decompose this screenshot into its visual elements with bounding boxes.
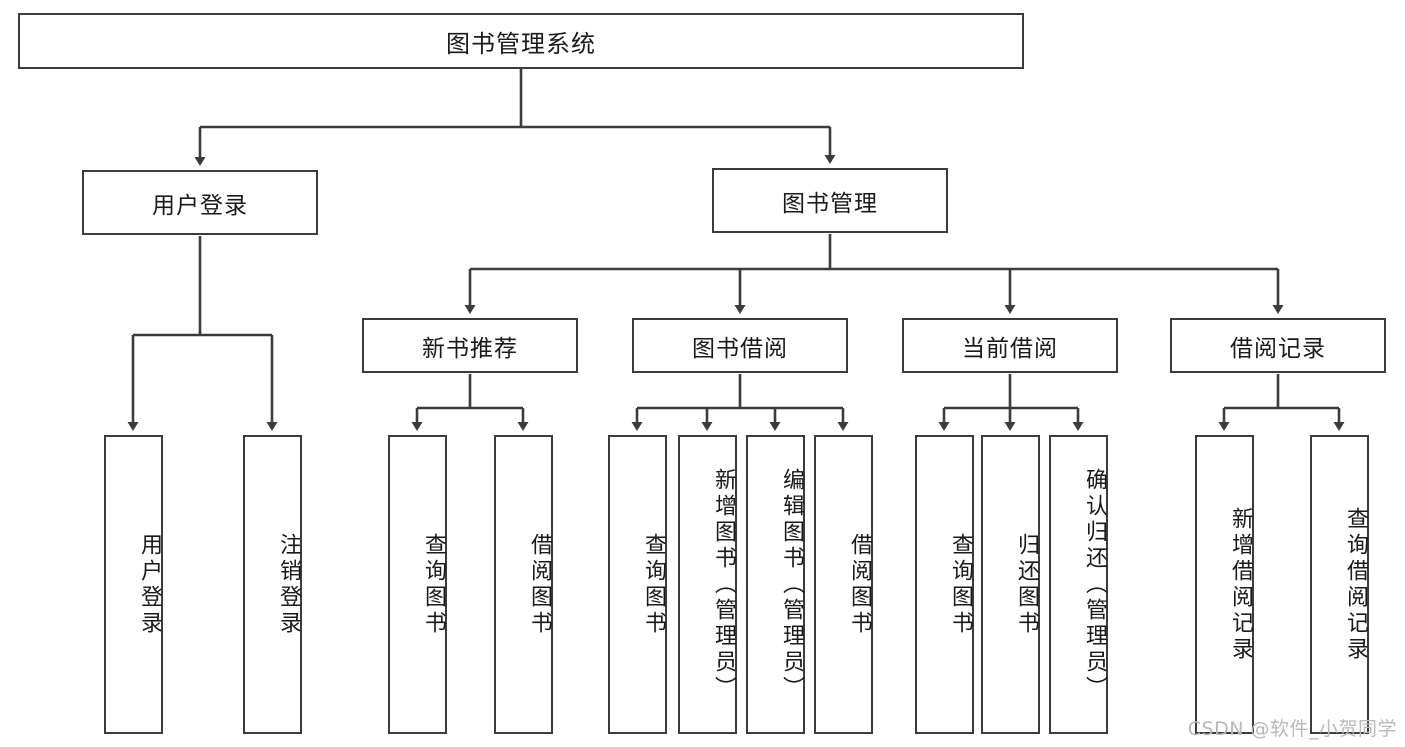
- node-label: 编辑图书（管理员）: [779, 467, 804, 702]
- node-leaf-confirm-return[interactable]: 确认归还（管理员）: [1049, 435, 1108, 734]
- watermark-text: CSDN @软件_小贺同学: [1187, 718, 1397, 740]
- node-label: 确认归还（管理员）: [1082, 467, 1107, 702]
- node-label: 注销登录: [276, 532, 301, 637]
- node-label: 借阅图书: [527, 532, 552, 637]
- node-leaf-query-record[interactable]: 查询借阅记录: [1310, 435, 1369, 734]
- node-label: 借阅记录: [1230, 335, 1326, 362]
- node-label: 图书管理系统: [446, 29, 596, 58]
- node-label: 查询借阅记录: [1343, 506, 1368, 663]
- node-book-management[interactable]: 图书管理: [712, 168, 948, 233]
- node-borrow-record[interactable]: 借阅记录: [1170, 318, 1386, 373]
- node-book-management-system[interactable]: 图书管理系统: [18, 13, 1024, 69]
- node-label: 图书借阅: [692, 335, 788, 362]
- node-leaf-query-book-2[interactable]: 查询图书: [608, 435, 667, 734]
- node-leaf-query-book-1[interactable]: 查询图书: [388, 435, 447, 734]
- node-label: 新书推荐: [422, 335, 518, 362]
- node-leaf-user-logout[interactable]: 注销登录: [243, 435, 302, 734]
- node-leaf-user-login[interactable]: 用户登录: [104, 435, 163, 734]
- node-leaf-edit-book[interactable]: 编辑图书（管理员）: [746, 435, 805, 734]
- node-label: 图书管理: [782, 190, 878, 217]
- node-label: 当前借阅: [962, 335, 1058, 362]
- node-label: 用户登录: [152, 192, 248, 219]
- node-new-book-recommend[interactable]: 新书推荐: [362, 318, 578, 373]
- node-label: 新增图书（管理员）: [711, 467, 736, 702]
- node-leaf-borrow-book-1[interactable]: 借阅图书: [494, 435, 553, 734]
- node-user-login[interactable]: 用户登录: [82, 170, 318, 235]
- node-label: 查询图书: [421, 532, 446, 637]
- node-current-borrow[interactable]: 当前借阅: [902, 318, 1118, 373]
- node-label: 查询图书: [641, 532, 666, 637]
- node-leaf-query-book-3[interactable]: 查询图书: [915, 435, 974, 734]
- node-leaf-return-book[interactable]: 归还图书: [981, 435, 1040, 734]
- node-leaf-add-record[interactable]: 新增借阅记录: [1195, 435, 1254, 734]
- node-leaf-add-book[interactable]: 新增图书（管理员）: [678, 435, 737, 734]
- node-label: 归还图书: [1014, 532, 1039, 637]
- node-label: 查询图书: [948, 532, 973, 637]
- node-leaf-borrow-book-2[interactable]: 借阅图书: [814, 435, 873, 734]
- node-book-borrow[interactable]: 图书借阅: [632, 318, 848, 373]
- node-label: 借阅图书: [847, 532, 872, 637]
- node-label: 新增借阅记录: [1228, 506, 1253, 663]
- node-label: 用户登录: [137, 532, 162, 637]
